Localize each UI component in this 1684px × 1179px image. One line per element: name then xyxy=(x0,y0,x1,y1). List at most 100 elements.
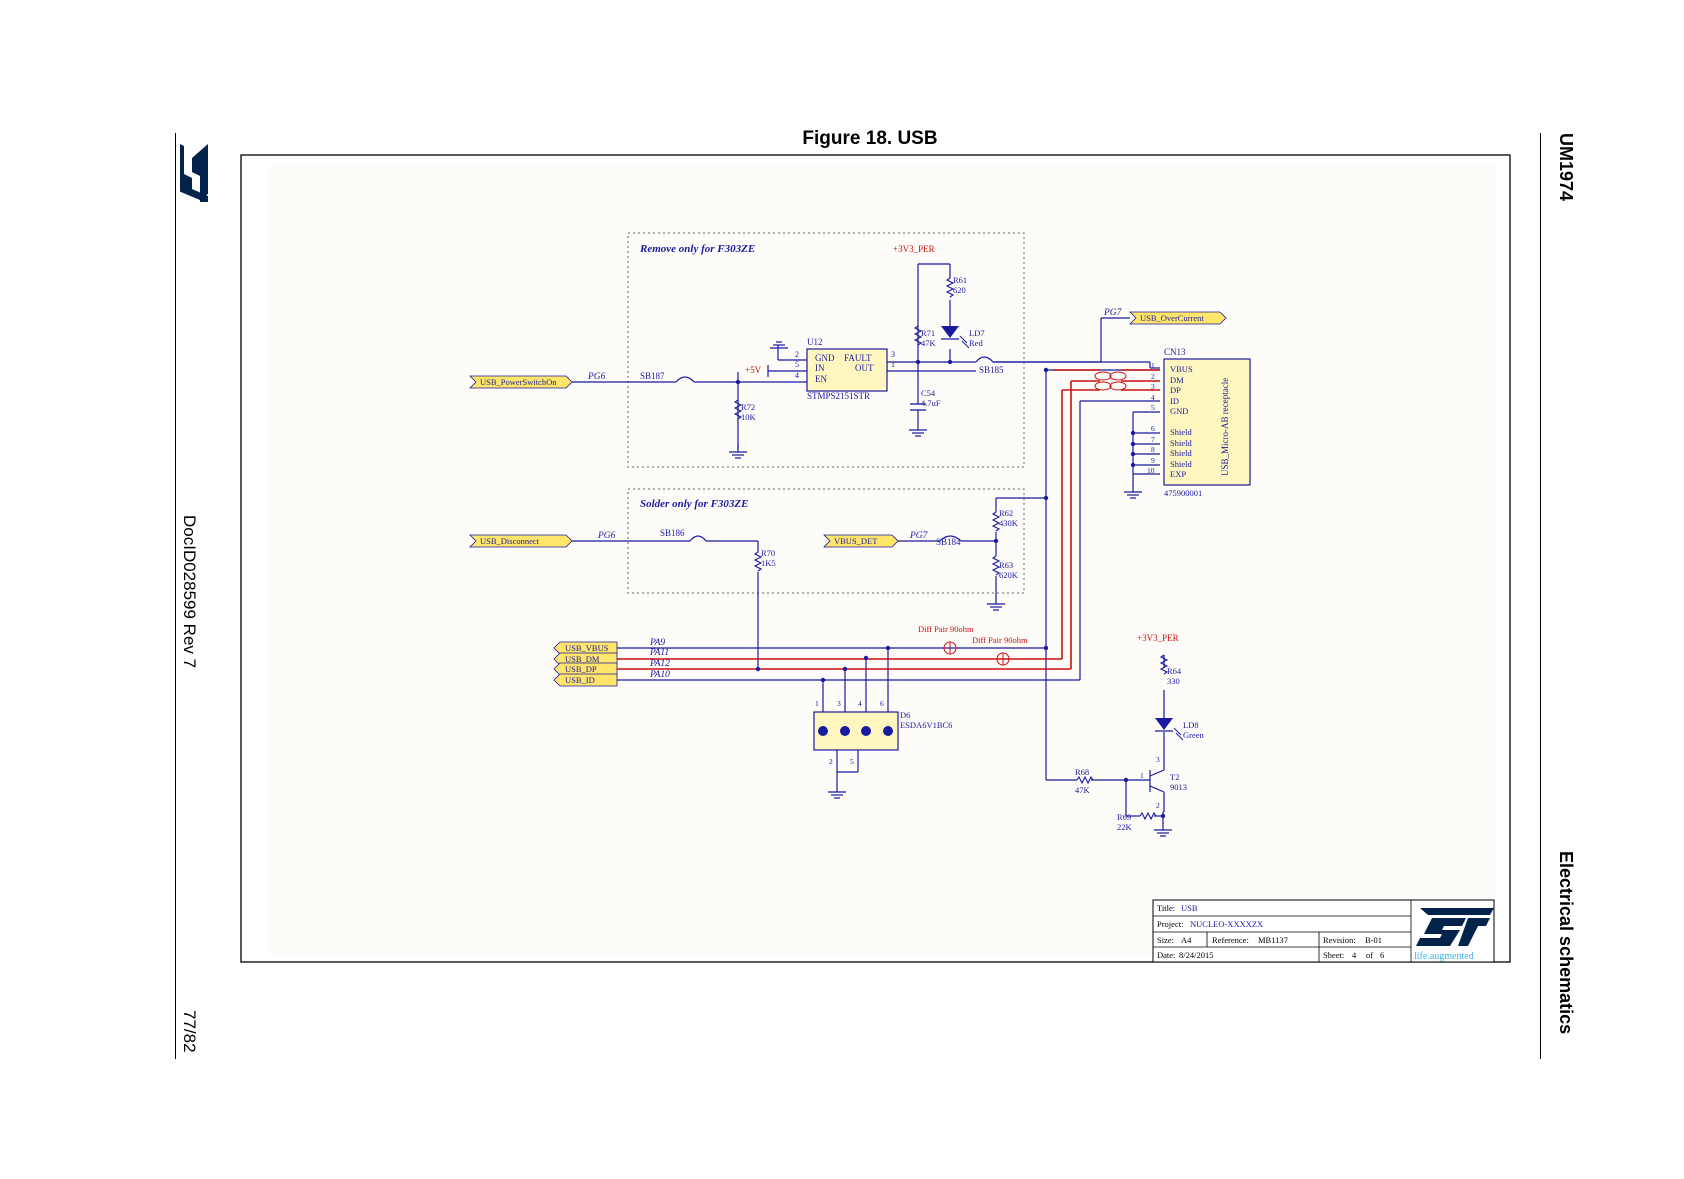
tb-project-value: NUCLEO-XXXXZX xyxy=(1190,919,1263,929)
u12-ref: U12 xyxy=(807,337,823,347)
d6-pin-top-4: 6 xyxy=(880,699,884,708)
t2-ref: T2 xyxy=(1170,772,1179,782)
ld8-symbol xyxy=(1155,718,1184,741)
diff-pair-label-2: Diff Pair 90ohm xyxy=(972,635,1028,645)
tb-date-value: 8/24/2015 xyxy=(1179,950,1213,960)
page-number: 77/82 xyxy=(180,1010,199,1053)
d6-ref: D6 xyxy=(900,710,910,720)
port-pa11: PA11 xyxy=(649,648,669,658)
diff-pair-label-1: Diff Pair 90ohm xyxy=(918,624,974,634)
cn13-pins: VBUS 1 DM 2 DP 3 ID 4 GND 5 Shield 6 Shi… xyxy=(1147,361,1193,479)
r69-val: 22K xyxy=(1117,822,1133,832)
port-pg7-b: PG7 xyxy=(909,531,929,541)
t2-part: 9013 xyxy=(1170,782,1187,792)
r61-ref: R61 xyxy=(953,275,967,285)
svg-text:DM: DM xyxy=(1170,375,1184,385)
tb-revision-label: Revision: xyxy=(1323,935,1356,945)
svg-text:1: 1 xyxy=(1151,361,1155,370)
sb186-label: SB186 xyxy=(660,528,685,538)
sb185-label: SB185 xyxy=(979,365,1004,375)
sheet-background xyxy=(268,165,1496,955)
u12-pin-gnd: GND xyxy=(815,353,835,363)
net-usb-powerswitchon: USB_PowerSwitchOn xyxy=(480,377,557,387)
d6-pin-bottom-2: 5 xyxy=(850,757,854,766)
t2-pin1: 1 xyxy=(1140,771,1144,780)
net-usb-disconnect: USB_Disconnect xyxy=(480,536,540,546)
u12-n2: 2 xyxy=(795,350,799,359)
t2-symbol xyxy=(1149,769,1165,813)
net-usb-overcurrent: USB_OverCurrent xyxy=(1140,313,1204,323)
t2-pin2: 2 xyxy=(1156,801,1160,810)
u12-pin-en: EN xyxy=(815,374,827,384)
figure-title: Figure 18. USB xyxy=(802,128,938,149)
tb-sheet-value: 4 xyxy=(1352,950,1357,960)
st-logo-titleblock-icon xyxy=(1416,908,1494,946)
ld8-ref: LD8 xyxy=(1183,720,1199,730)
wires-blue xyxy=(572,263,1165,824)
tb-title-value: USB xyxy=(1181,903,1198,913)
c54-ref: C54 xyxy=(921,388,936,398)
cn13-desc: USB_Micro-AB receptacle xyxy=(1220,378,1230,476)
r63-ref: R63 xyxy=(999,560,1013,570)
svg-text:4: 4 xyxy=(1151,393,1155,402)
svg-text:3: 3 xyxy=(1151,382,1155,391)
u12-n4: 4 xyxy=(795,371,799,380)
box2-note: Solder only for F303ZE xyxy=(640,498,748,510)
u12-pin-out: OUT xyxy=(855,363,874,373)
cn13-body xyxy=(1163,358,1251,486)
tb-sheet-label: Sheet: xyxy=(1323,950,1344,960)
doc-code: UM1974 xyxy=(1556,133,1576,202)
port-pa12: PA12 xyxy=(649,659,670,669)
r62-ref: R62 xyxy=(999,508,1013,518)
tb-size-label: Size: xyxy=(1157,935,1174,945)
svg-text:EXP: EXP xyxy=(1170,469,1186,479)
port-pa10: PA10 xyxy=(649,670,670,680)
svg-text:6: 6 xyxy=(1151,424,1155,433)
tb-tagline: life.augmented xyxy=(1414,951,1474,962)
svg-text:10: 10 xyxy=(1147,466,1155,475)
tb-revision-value: B-01 xyxy=(1365,935,1382,945)
port-pg7-a: PG7 xyxy=(1103,308,1123,318)
u12-pin-fault: FAULT xyxy=(844,353,872,363)
usb-schematic: Remove only for F303ZE Solder only for F… xyxy=(240,154,1511,963)
u12-n1: 1 xyxy=(891,360,895,369)
u12-n5: 5 xyxy=(795,360,799,369)
d6-pin-top-3: 4 xyxy=(858,699,862,708)
r64-ref: R64 xyxy=(1167,666,1182,676)
r62-val: 430K xyxy=(999,518,1019,528)
port-pg6-b: PG6 xyxy=(597,531,616,541)
ld7-ref: LD7 xyxy=(969,328,985,338)
tb-sheet-total: 6 xyxy=(1380,950,1384,960)
port-pa9: PA9 xyxy=(649,638,665,648)
svg-text:DP: DP xyxy=(1170,385,1181,395)
v3-per-right-label: +3V3_PER xyxy=(1137,633,1179,643)
cn13-ref: CN13 xyxy=(1164,347,1186,357)
r68-val: 47K xyxy=(1075,785,1091,795)
r70-val: 1K5 xyxy=(761,558,776,568)
junction-dots xyxy=(735,359,1166,819)
svg-text:7: 7 xyxy=(1151,435,1155,444)
right-margin-rule xyxy=(1540,133,1541,1059)
u12-part: STMPS2151STR xyxy=(807,391,870,401)
r72-ref: R72 xyxy=(741,402,755,412)
ld8-color: Green xyxy=(1183,730,1205,740)
svg-text:Shield: Shield xyxy=(1170,427,1192,437)
svg-text:VBUS: VBUS xyxy=(1170,364,1193,374)
tb-size-value: A4 xyxy=(1181,935,1192,945)
tb-reference-value: MB1137 xyxy=(1258,935,1288,945)
ground-icon-inverted xyxy=(770,341,788,349)
doc-id: DocID028599 Rev 7 xyxy=(180,515,199,669)
c54-symbol xyxy=(910,403,926,411)
r64-val: 330 xyxy=(1167,676,1180,686)
ld7-symbol xyxy=(941,326,970,349)
tb-date-label: Date: xyxy=(1157,950,1175,960)
tb-reference-label: Reference: xyxy=(1212,935,1249,945)
net-usb-vbus: USB_VBUS xyxy=(565,643,609,653)
net-usb-dm: USB_DM xyxy=(565,654,600,664)
r71-val: 47K xyxy=(921,338,937,348)
t2-pin3: 3 xyxy=(1156,755,1160,764)
d6-diodes xyxy=(818,726,893,736)
plus5v-label: +5V xyxy=(745,365,762,375)
c54-val: 4.7uF xyxy=(921,398,941,408)
net-labels xyxy=(469,311,1227,687)
